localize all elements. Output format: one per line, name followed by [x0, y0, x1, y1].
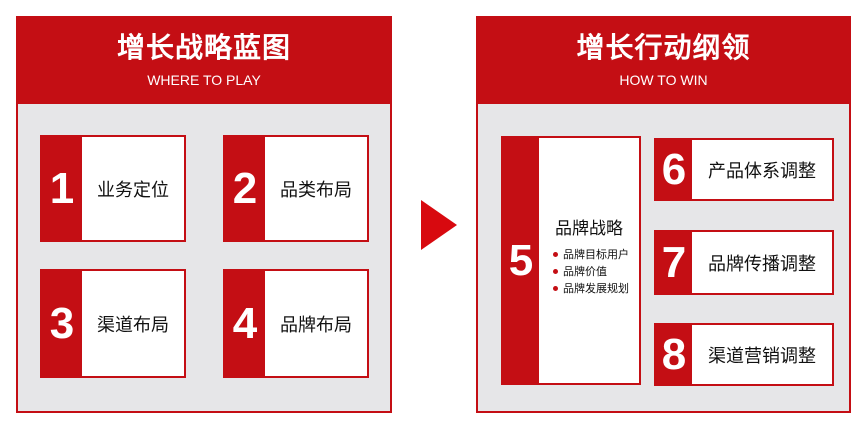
bullet-dot-icon: [553, 286, 558, 291]
card-number: 7: [656, 232, 692, 293]
bullet-list: 品牌目标用户 品牌价值 品牌发展规划: [553, 246, 629, 297]
panel-title: 增长战略蓝图: [116, 31, 291, 64]
card-body: 品牌战略 品牌目标用户 品牌价值 品牌发展规划: [539, 138, 639, 383]
card-number: 1: [42, 137, 82, 240]
panel-title: 增长行动纲领: [576, 31, 751, 64]
card-label: 品类布局: [280, 179, 352, 201]
card-5: 5 品牌战略 品牌目标用户 品牌价值 品牌发展规划: [501, 136, 641, 385]
card-3: 3 渠道布局: [40, 269, 186, 378]
card-number: 3: [42, 271, 82, 376]
card-title: 品牌战略: [555, 219, 623, 239]
card-number: 2: [225, 137, 265, 240]
card-4: 4 品牌布局: [223, 269, 369, 378]
card-label: 产品体系调整: [708, 160, 816, 182]
panel-subtitle: HOW TO WIN: [619, 72, 708, 88]
card-number: 5: [503, 138, 539, 383]
card-1: 1 业务定位: [40, 135, 186, 242]
how-to-win-panel: 增长行动纲领 HOW TO WIN 5 品牌战略 品牌目标用户 品牌价值 品牌发…: [476, 16, 851, 413]
card-label: 业务定位: [97, 179, 169, 201]
bullet-dot-icon: [553, 252, 558, 257]
card-2: 2 品类布局: [223, 135, 369, 242]
card-8: 8 渠道营销调整: [654, 323, 834, 386]
card-7: 7 品牌传播调整: [654, 230, 834, 295]
bullet-dot-icon: [553, 269, 558, 274]
right-arrow-icon: [421, 200, 457, 250]
bullet-text: 品牌目标用户: [563, 248, 629, 261]
card-label: 渠道布局: [97, 314, 169, 336]
where-to-play-panel: 增长战略蓝图 WHERE TO PLAY 1 业务定位 2 品类布局 3 渠道布…: [16, 16, 392, 413]
bullet-text: 品牌价值: [563, 265, 607, 278]
list-item: 品牌目标用户: [553, 246, 629, 263]
card-label: 品牌传播调整: [708, 253, 816, 275]
card-label: 品牌布局: [280, 314, 352, 336]
panel-header: 增长行动纲领 HOW TO WIN: [478, 18, 849, 104]
list-item: 品牌价值: [553, 263, 629, 280]
panel-header: 增长战略蓝图 WHERE TO PLAY: [18, 18, 390, 104]
card-number: 6: [656, 140, 692, 199]
list-item: 品牌发展规划: [553, 280, 629, 297]
bullet-text: 品牌发展规划: [563, 282, 629, 295]
panel-subtitle: WHERE TO PLAY: [147, 72, 261, 88]
card-label: 渠道营销调整: [708, 345, 816, 367]
card-number: 4: [225, 271, 265, 376]
card-number: 8: [656, 325, 692, 384]
card-6: 6 产品体系调整: [654, 138, 834, 201]
